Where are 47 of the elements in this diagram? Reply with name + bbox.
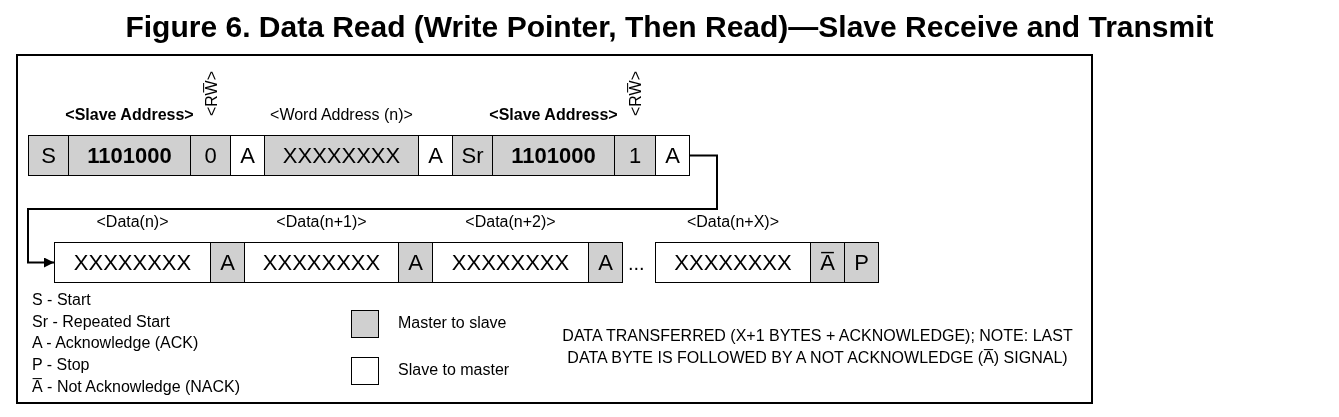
field-value: XXXXXXXX [73, 249, 192, 276]
frame-field [230, 135, 265, 176]
figure-title: Figure 6. Data Read (Write Pointer, Then Read)—Slave Receive and Transmit [124, 10, 1215, 44]
arrow [27, 154, 718, 268]
field-value: A [428, 142, 443, 169]
legend-text: Slave to master [398, 361, 510, 379]
field-value: A [220, 249, 235, 276]
field-value: 1 [628, 142, 642, 169]
field-label: <Data(n+2)> [465, 213, 556, 231]
field-label: <Slave Address> [489, 106, 618, 124]
key-text: S - Start [32, 291, 91, 309]
frame-field [452, 135, 493, 176]
field-value: A [408, 249, 423, 276]
field-value: A [665, 142, 680, 169]
field-label: <Data(n)> [96, 213, 169, 231]
field-label: <Data(n+1)> [276, 213, 367, 231]
field-label: <Word Address (n)> [270, 106, 413, 124]
frame-field [210, 242, 245, 283]
frame-field [844, 242, 879, 283]
field-value: XXXXXXXX [262, 249, 381, 276]
frame-field [418, 135, 453, 176]
field-value: 1101000 [87, 142, 172, 169]
frame-field [655, 135, 690, 176]
field-value: P [854, 249, 869, 276]
field-value: XXXXXXXX [282, 142, 401, 169]
field-value: A [240, 142, 255, 169]
field-value: Sr [461, 142, 484, 169]
field-value: 0 [204, 142, 217, 169]
field-value: XXXXXXXX [674, 249, 792, 276]
field-value: XXXXXXXX [451, 249, 570, 276]
note-text: DATA TRANSFERRED (X+1 BYTES + ACKNOWLEDGE); NOTE: LAST DATA BYTE IS FOLLOWED BY A NOT ACKNOWLEDGE (A̅) SIGNAL) [561, 326, 1074, 368]
field-value: A̅ [820, 249, 835, 276]
key-text: Sr - Repeated Start [32, 313, 170, 331]
field-value: A [598, 249, 613, 276]
field-label: <Data(n+X)> [686, 213, 780, 231]
ellipsis: ... [628, 252, 645, 275]
field-value: 1101000 [511, 142, 596, 169]
frame-field [28, 135, 69, 176]
field-label: <Slave Address> [65, 106, 194, 124]
key-text: A - Acknowledge (ACK) [32, 334, 199, 352]
frame-field [398, 242, 433, 283]
field-value: S [41, 142, 56, 169]
frame-field [810, 242, 845, 283]
key-text: P - Stop [32, 356, 90, 374]
key-text: A̅ - Not Acknowledge (NACK) [32, 378, 241, 396]
frame-field [588, 242, 623, 283]
legend-text: Master to slave [398, 314, 507, 332]
